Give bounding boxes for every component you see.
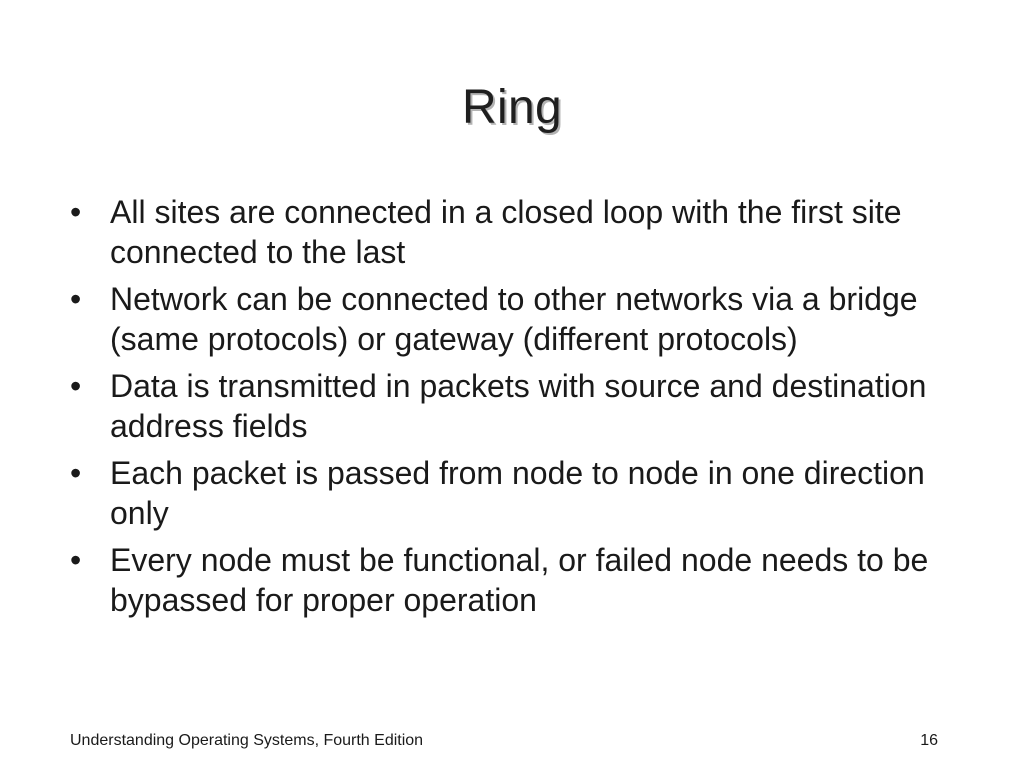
bullet-dot-icon: •	[70, 368, 82, 404]
slide-title: Ring	[462, 81, 562, 134]
bullet-text: Every node must be functional, or failed…	[110, 542, 929, 618]
bullet-dot-icon: •	[70, 455, 82, 491]
bullet-text: Network can be connected to other networ…	[110, 281, 918, 357]
bullet-text: Data is transmitted in packets with sour…	[110, 368, 927, 444]
bullet-item: • All sites are connected in a closed lo…	[70, 192, 950, 272]
bullet-text: Each packet is passed from node to node …	[110, 455, 925, 531]
footer-page-number: 16	[920, 732, 938, 749]
bullet-item: • Network can be connected to other netw…	[70, 279, 950, 359]
bullet-item: • Every node must be functional, or fail…	[70, 540, 950, 620]
bullet-dot-icon: •	[70, 542, 82, 578]
bullet-item: • Each packet is passed from node to nod…	[70, 453, 950, 533]
bullet-text: All sites are connected in a closed loop…	[110, 194, 902, 270]
bullet-item: • Data is transmitted in packets with so…	[70, 366, 950, 446]
footer-book-title: Understanding Operating Systems, Fourth …	[70, 732, 424, 749]
bullet-dot-icon: •	[70, 281, 82, 317]
bullet-dot-icon: •	[70, 194, 82, 230]
bullet-list: • All sites are connected in a closed lo…	[70, 192, 950, 627]
